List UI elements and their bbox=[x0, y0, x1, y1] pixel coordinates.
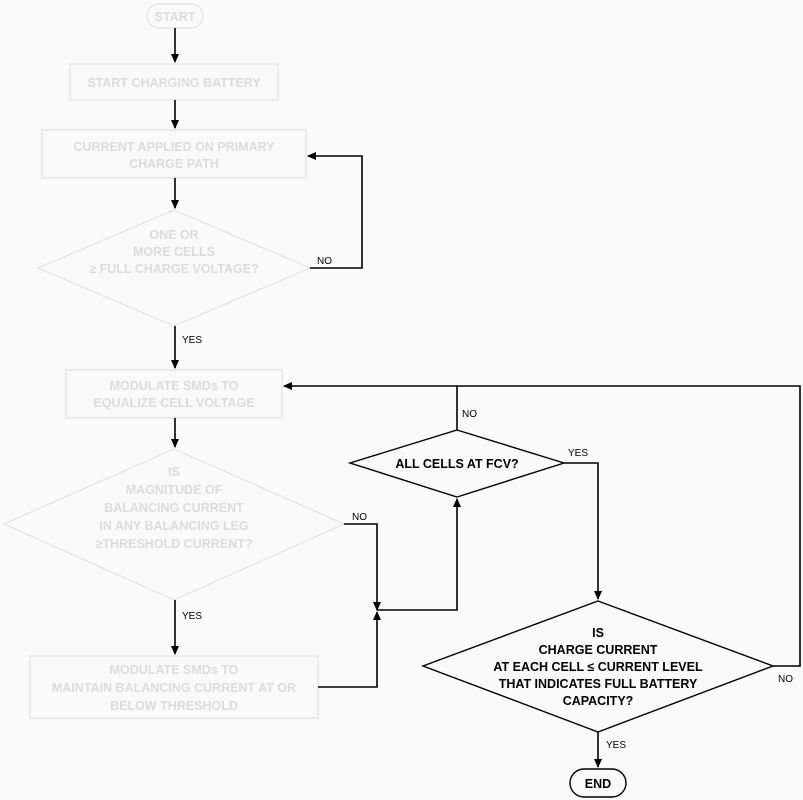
charge-current-decision: IS CHARGE CURRENT AT EACH CELL ≤ CURRENT… bbox=[421, 600, 775, 733]
modulate-maintain-line-2: MAINTAIN BALANCING CURRENT AT OR bbox=[52, 681, 296, 695]
modulate-maintain-line-3: BELOW THRESHOLD bbox=[110, 699, 238, 713]
full-charge-line-1: ONE OR bbox=[149, 228, 198, 242]
start-charging-label: START CHARGING BATTERY bbox=[87, 76, 261, 90]
charge-current-line-4: THAT INDICATES FULL BATTERY bbox=[499, 677, 698, 691]
threshold-line-3: BALANCING CURRENT bbox=[104, 501, 244, 515]
threshold-line-2: MAGNITUDE OF bbox=[126, 483, 223, 497]
connectors bbox=[171, 28, 801, 768]
label-yes-threshold: YES bbox=[182, 611, 202, 622]
fcv-decision: ALL CELLS AT FCV? bbox=[347, 429, 567, 498]
edge-labels: NO YES NO YES NO YES NO YES bbox=[182, 256, 793, 751]
label-no-full-charge: NO bbox=[317, 256, 332, 267]
end-node: END bbox=[569, 768, 627, 798]
modulate-equalize-line-2: EQUALIZE CELL VOLTAGE bbox=[93, 396, 254, 410]
end-label: END bbox=[585, 777, 611, 791]
arrow-no-charge-current-loop bbox=[457, 385, 801, 667]
arrow-maintain-up bbox=[318, 611, 381, 688]
modulate-equalize-line-1: MODULATE SMDs TO bbox=[110, 379, 239, 393]
modulate-equalize-node: MODULATE SMDs TO EQUALIZE CELL VOLTAGE bbox=[65, 369, 283, 419]
current-applied-line-1: CURRENT APPLIED ON PRIMARY bbox=[73, 140, 275, 154]
full-charge-line-2: MORE CELLS bbox=[133, 245, 215, 259]
arrow-no-fcv-to-equalize bbox=[283, 382, 458, 430]
label-yes-full-charge: YES bbox=[182, 335, 202, 346]
modulate-maintain-node: MODULATE SMDs TO MAINTAIN BALANCING CURR… bbox=[29, 655, 319, 719]
label-no-threshold: NO bbox=[352, 512, 367, 523]
label-no-fcv: NO bbox=[462, 409, 477, 420]
full-charge-line-3: ≥ FULL CHARGE VOLTAGE? bbox=[89, 262, 258, 276]
threshold-line-4: IN ANY BALANCING LEG bbox=[99, 519, 248, 533]
modulate-maintain-line-1: MODULATE SMDs TO bbox=[110, 663, 239, 677]
charge-current-line-1: IS bbox=[592, 626, 604, 640]
current-applied-line-2: CHARGE PATH bbox=[129, 157, 219, 171]
arrow-no-loop-back bbox=[307, 152, 363, 269]
fcv-label: ALL CELLS AT FCV? bbox=[395, 457, 518, 471]
arrow-merge-to-fcv bbox=[377, 498, 461, 611]
start-node: START bbox=[146, 3, 204, 29]
threshold-line-1: IS bbox=[168, 465, 180, 479]
label-yes-fcv: YES bbox=[568, 448, 588, 459]
start-label: START bbox=[155, 10, 196, 24]
arrow-yes-fcv-to-charge bbox=[564, 462, 602, 600]
label-yes-charge-current: YES bbox=[606, 740, 626, 751]
current-applied-node: CURRENT APPLIED ON PRIMARY CHARGE PATH bbox=[41, 129, 307, 179]
threshold-line-5: ≥THRESHOLD CURRENT? bbox=[96, 537, 253, 551]
start-charging-node: START CHARGING BATTERY bbox=[69, 63, 279, 101]
full-charge-decision: ONE OR MORE CELLS ≥ FULL CHARGE VOLTAGE? bbox=[36, 209, 312, 327]
arrow-no-threshold-down bbox=[344, 523, 381, 611]
threshold-decision: IS MAGNITUDE OF BALANCING CURRENT IN ANY… bbox=[2, 448, 346, 601]
charge-current-line-5: CAPACITY? bbox=[563, 694, 634, 708]
charge-current-line-3: AT EACH CELL ≤ CURRENT LEVEL bbox=[493, 660, 703, 674]
charge-current-line-2: CHARGE CURRENT bbox=[539, 643, 658, 657]
label-no-charge-current: NO bbox=[778, 674, 793, 685]
